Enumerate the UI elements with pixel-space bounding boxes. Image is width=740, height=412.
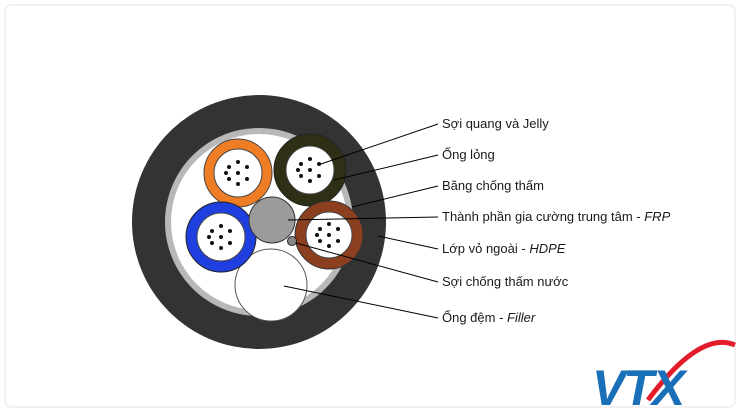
leader-lines xyxy=(283,123,439,319)
fiber-dot xyxy=(236,182,240,186)
fiber-dot xyxy=(227,177,231,181)
fiber-dot xyxy=(336,239,340,243)
fiber-dot xyxy=(245,165,249,169)
fiber-dot xyxy=(228,229,232,233)
fiber-dot xyxy=(308,179,312,183)
fiber-dot xyxy=(245,177,249,181)
vtx-logo: VTX xyxy=(592,339,736,412)
fiber-dot xyxy=(210,241,214,245)
fiber-dot xyxy=(327,233,331,237)
fiber-dot xyxy=(210,229,214,233)
label-filler: Ống đệm - Filler xyxy=(442,310,536,325)
fiber-dot xyxy=(224,171,228,175)
fiber-dot xyxy=(227,165,231,169)
fiber-dot xyxy=(236,160,240,164)
fiber-dot xyxy=(228,241,232,245)
label-water-blocking-yarn: Sợi chống thấm nước xyxy=(442,274,569,289)
label-loose-tube: Ống lỏng xyxy=(442,147,495,162)
label-fiber-and-jelly: Sợi quang và Jelly xyxy=(442,116,549,131)
fiber-dot xyxy=(336,227,340,231)
fiber-dot xyxy=(219,246,223,250)
optical-fibers xyxy=(207,157,340,250)
fiber-dot xyxy=(219,224,223,228)
fiber-dot xyxy=(308,168,312,172)
fiber-dot xyxy=(327,222,331,226)
water-blocking-yarn xyxy=(287,236,297,246)
fiber-dot xyxy=(317,174,321,178)
fiber-dot xyxy=(207,235,211,239)
label-outer-sheath: Lớp vỏ ngoài - HDPE xyxy=(442,241,566,256)
fiber-dot xyxy=(236,171,240,175)
label-water-blocking-tape: Băng chống thấm xyxy=(442,178,544,193)
fiber-dot xyxy=(308,157,312,161)
fiber-dot xyxy=(327,244,331,248)
fiber-dot xyxy=(296,168,300,172)
fiber-dot xyxy=(219,235,223,239)
fiber-dot xyxy=(315,233,319,237)
logo-text: VTX xyxy=(592,360,688,412)
fiber-dot xyxy=(299,174,303,178)
cable-cross-section xyxy=(132,95,386,349)
fiber-dot xyxy=(318,227,322,231)
logo-swoosh-icon xyxy=(645,339,736,402)
label-central-strength-member: Thành phần gia cường trung tâm - FRP xyxy=(442,209,671,224)
filler-tube xyxy=(234,248,308,322)
labels: Sợi quang và Jelly Ống lỏng Băng chống t… xyxy=(442,116,671,325)
fiber-dot xyxy=(318,239,322,243)
fiber-dot xyxy=(299,162,303,166)
